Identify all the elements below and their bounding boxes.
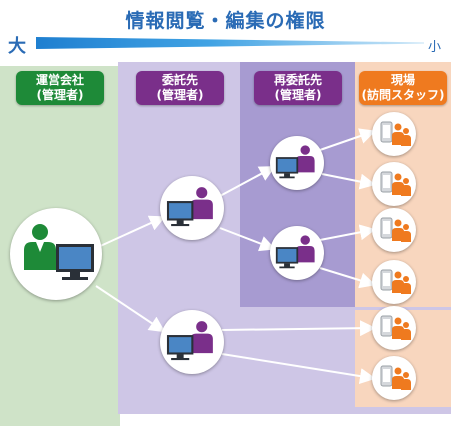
- staff-with-smartphone-icon: [380, 217, 411, 242]
- column-label-contractor: 委託先 (管理者): [136, 71, 224, 105]
- arrow: [95, 215, 166, 249]
- column-label-line: (管理者): [156, 88, 204, 102]
- arrow: [221, 353, 376, 385]
- column-label-line: 現場: [390, 73, 415, 87]
- person-at-computer-icon: [275, 235, 315, 269]
- column-label-line: (管理者): [274, 88, 322, 102]
- field-staff-node: [372, 112, 416, 156]
- person-at-computer-icon: [166, 321, 213, 361]
- staff-with-smartphone-icon: [380, 121, 411, 146]
- staff-with-smartphone-icon: [380, 315, 411, 340]
- staff-with-smartphone-icon: [380, 269, 411, 294]
- arrow: [219, 227, 276, 252]
- field-staff-node: [372, 356, 416, 400]
- column-label-line: 運営会社: [35, 73, 84, 87]
- arrow: [219, 166, 276, 197]
- field-staff-node: [372, 208, 416, 252]
- column-label-subcontractor: 再委託先 (管理者): [254, 71, 342, 105]
- operator-admin-node: [10, 208, 102, 300]
- arrow: [319, 267, 376, 289]
- arrow: [319, 224, 376, 241]
- contractor-admin-node-bottom: [160, 310, 224, 374]
- arrow: [319, 128, 376, 151]
- subcontractor-admin-node-top: [270, 136, 324, 190]
- scale-max-label: 大: [8, 36, 26, 57]
- page-title: 情報閲覧・編集の権限: [125, 10, 326, 32]
- field-staff-node: [372, 260, 416, 304]
- person-at-computer-icon: [24, 224, 94, 280]
- column-label-field: 現場 (訪問スタッフ): [359, 71, 447, 105]
- person-at-computer-icon: [166, 187, 213, 227]
- column-label-operator: 運営会社 (管理者): [16, 71, 104, 105]
- person-at-computer-icon: [275, 145, 315, 179]
- scale-min-label: 小: [428, 40, 442, 55]
- arrow: [221, 320, 376, 337]
- staff-with-smartphone-icon: [380, 171, 411, 196]
- column-label-line: 再委託先: [273, 73, 322, 87]
- field-staff-node: [372, 306, 416, 350]
- arrow: [321, 173, 376, 190]
- column-label-line: 委託先: [161, 73, 198, 87]
- column-label-line: (訪問スタッフ): [361, 88, 445, 102]
- arrow: [95, 285, 166, 333]
- subcontractor-admin-node-bottom: [270, 226, 324, 280]
- field-staff-node: [372, 162, 416, 206]
- staff-with-smartphone-icon: [380, 365, 411, 390]
- column-label-line: (管理者): [36, 88, 84, 102]
- contractor-admin-node-top: [160, 176, 224, 240]
